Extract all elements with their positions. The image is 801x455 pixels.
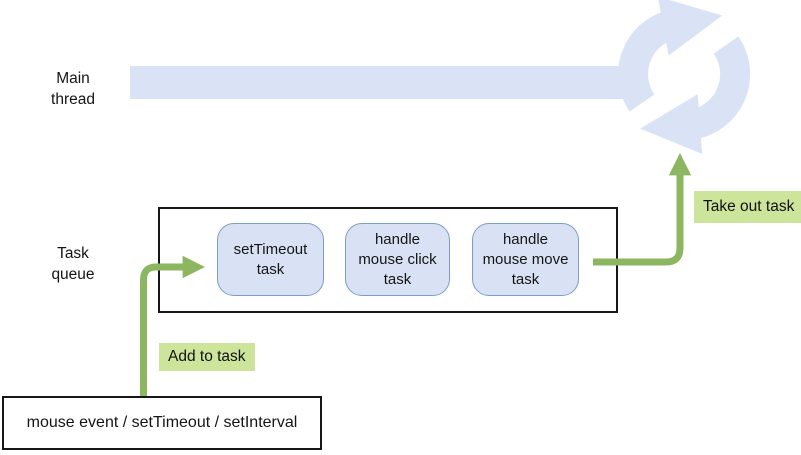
- task-queue-label: Task queue: [51, 245, 95, 283]
- event-sources-label: mouse event / setTimeout / setInterval: [26, 414, 298, 431]
- task-box-line: mouse move: [482, 250, 569, 268]
- add-to-task-annotation: Add to task: [159, 343, 255, 371]
- task-box-line: setTimeout: [233, 240, 308, 258]
- task-box-line: task: [511, 270, 540, 288]
- task-box-settimeout: setTimeout task: [217, 223, 324, 296]
- event-loop-refresh-icon: [618, 0, 751, 154]
- task-box-mouse-move: handle mouse move task: [472, 223, 579, 296]
- main-thread-label: Main thread: [51, 70, 95, 108]
- task-box-line: task: [256, 260, 285, 278]
- loop-arc-bottom: [640, 36, 751, 154]
- task-queue-container: setTimeout task handle mouse click task …: [158, 207, 618, 313]
- task-box-line: handle: [374, 230, 421, 248]
- task-box-line: task: [383, 270, 412, 288]
- task-box-line: mouse click: [358, 250, 437, 268]
- take-out-task-annotation: Take out task: [694, 191, 801, 223]
- main-thread-bar: [130, 66, 636, 99]
- loop-arc-top: [618, 0, 723, 112]
- event-sources-box: mouse event / setTimeout / setInterval: [2, 396, 322, 450]
- task-box-line: handle: [502, 230, 549, 248]
- task-box-mouse-click: handle mouse click task: [345, 223, 450, 296]
